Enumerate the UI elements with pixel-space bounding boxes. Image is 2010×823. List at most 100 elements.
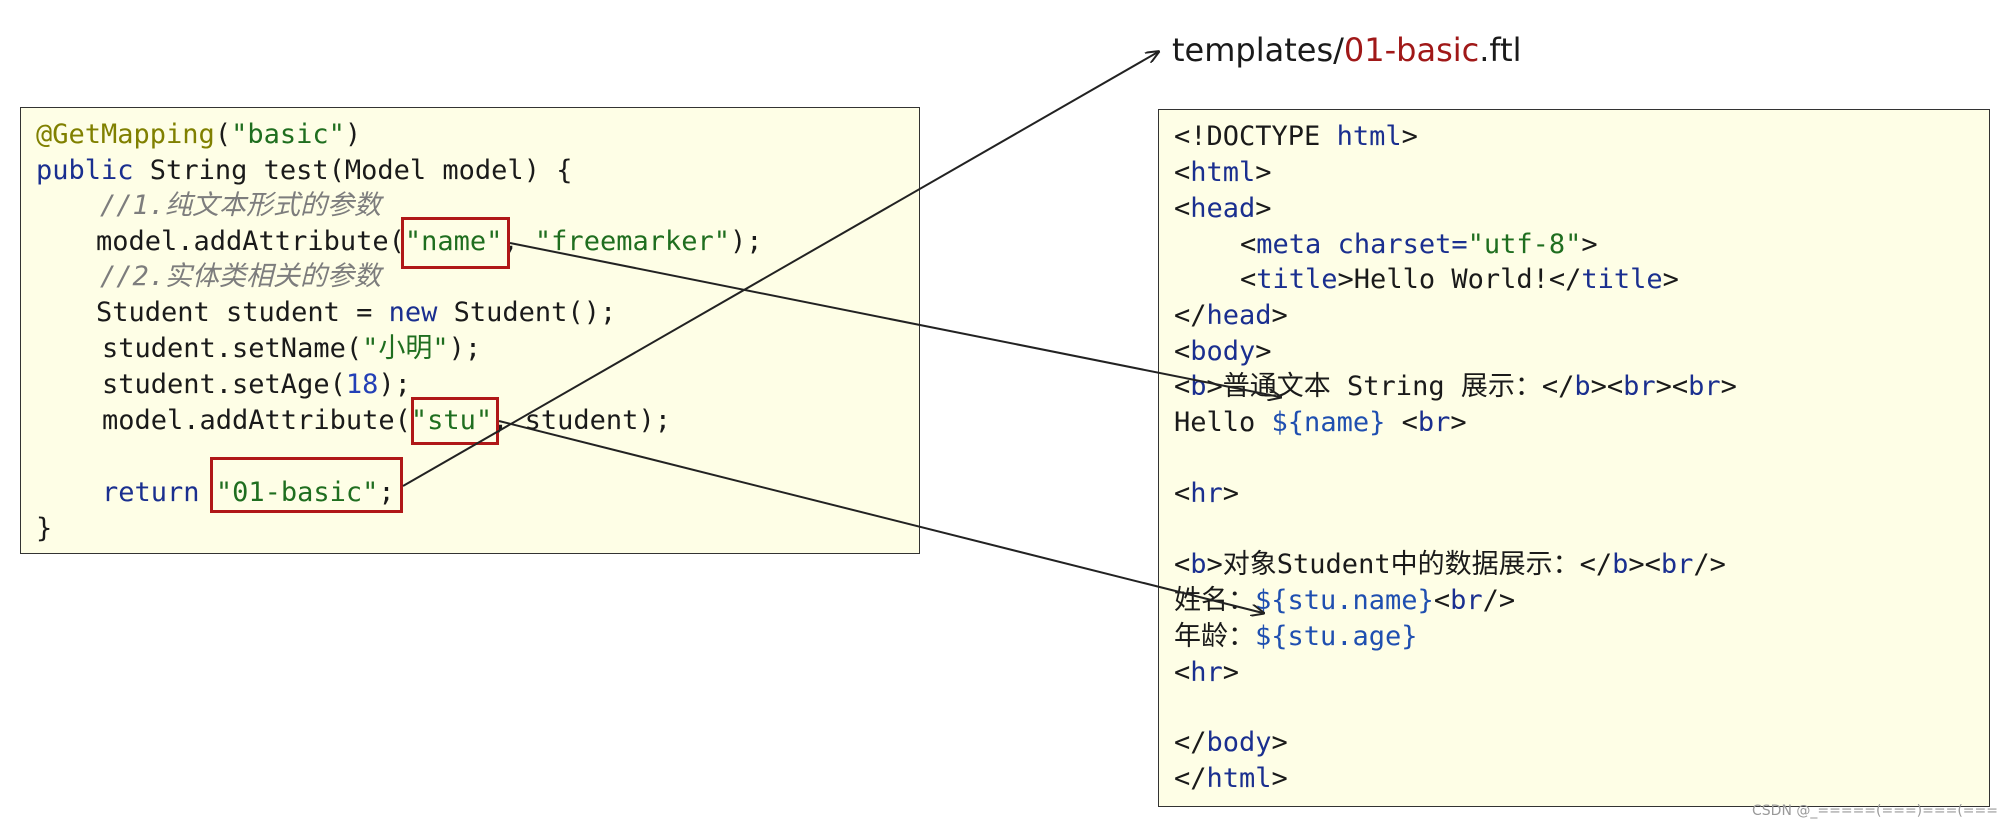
file-title-prefix: templates/ <box>1172 31 1344 69</box>
plain-token: Student(); <box>437 297 617 328</box>
plain-token: < <box>1174 193 1191 224</box>
plain-token: > <box>1271 763 1288 794</box>
highlight-box-template-name <box>210 457 403 513</box>
arrow-return-to-template-file <box>402 52 1158 487</box>
plain-token: </ <box>1174 300 1207 331</box>
string-token: "stu" <box>410 405 493 436</box>
punct-token: ( <box>214 119 232 150</box>
arrow-name-to-name-placeholder <box>509 242 1280 397</box>
plain-token: /> <box>1693 549 1726 580</box>
plain-token: > <box>1450 407 1467 438</box>
tag-token: br <box>1688 371 1721 402</box>
java-line-7: student.setName("小明"); <box>102 332 481 366</box>
plain-token: > <box>1222 657 1240 688</box>
java-controller-code-panel <box>20 107 920 554</box>
plain-token: >< <box>1590 371 1624 402</box>
tag-token: b <box>1190 549 1207 580</box>
html-line-3: <head> <box>1174 192 1272 226</box>
plain-token: model.addAttribute( <box>102 405 411 436</box>
plain-token: > <box>1581 229 1598 260</box>
html-line-5: <title>Hello World!</title> <box>1240 263 1679 297</box>
java-line-3-comment: //1.纯文本形式的参数 <box>100 189 381 223</box>
html-line-1: <!DOCTYPE html> <box>1174 120 1418 154</box>
string-token: "01-basic" <box>215 477 379 508</box>
java-line-9: model.addAttribute("stu", student); <box>102 404 671 438</box>
tag-token: hr <box>1190 478 1223 509</box>
plain-token: < <box>1174 157 1191 188</box>
plain-token: > <box>1271 300 1288 331</box>
plain-token: > <box>1662 264 1679 295</box>
plain-token: ); <box>730 226 763 257</box>
java-line-4: model.addAttribute("name", "freemarker")… <box>96 225 763 259</box>
keyword-token: return <box>102 477 200 508</box>
plain-token: >Hello World!</ <box>1337 264 1582 295</box>
plain-token: >< <box>1655 371 1689 402</box>
plain-token: > <box>1255 336 1272 367</box>
plain-token: > <box>1222 478 1240 509</box>
plain-token: < <box>1174 336 1191 367</box>
plain-token: >对象Student中的数据展示：</ <box>1206 549 1613 580</box>
string-token: "freemarker" <box>534 226 730 257</box>
java-line-10: return "01-basic"; <box>102 476 395 510</box>
number-token: 18 <box>345 369 379 400</box>
plain-token: < <box>1240 264 1257 295</box>
punct-token: ) <box>344 119 362 150</box>
plain-token: </ <box>1174 727 1207 758</box>
arrow-stu-to-stu-placeholders <box>498 420 1263 613</box>
tag-token: meta <box>1256 229 1322 260</box>
tag-token: head <box>1190 193 1256 224</box>
tag-token: head <box>1206 300 1272 331</box>
plain-token: ); <box>448 333 482 364</box>
java-line-11: } <box>36 512 52 546</box>
plain-token: >< <box>1628 549 1661 580</box>
html-line-15: </body> <box>1174 726 1288 760</box>
html-line-14: <hr> <box>1174 656 1239 690</box>
tag-token: html <box>1336 121 1402 152</box>
tag-token: br <box>1417 407 1451 438</box>
html-line-13: 年龄：${stu.age} <box>1174 620 1418 654</box>
plain-token: student.setAge( <box>102 369 346 400</box>
tag-token: br <box>1450 585 1483 616</box>
method-name-token: test <box>263 155 329 186</box>
interpolation-token: ${stu.name} <box>1255 585 1434 616</box>
plain-token: < <box>1174 549 1191 580</box>
string-token: "name" <box>404 226 503 257</box>
plain-token: < <box>1433 585 1451 616</box>
plain-token: Student student = <box>96 297 389 328</box>
tag-token: title <box>1581 264 1663 295</box>
keyword-token: public <box>36 155 134 186</box>
string-token: "utf-8" <box>1467 229 1582 260</box>
comment-token: //1.纯文本形式的参数 <box>100 190 382 221</box>
highlight-box-stu-key <box>411 397 499 445</box>
file-title-highlight: 01-basic <box>1343 31 1480 69</box>
highlight-box-name-key <box>401 217 510 269</box>
file-title-suffix: .ftl <box>1479 31 1522 69</box>
html-line-2: <html> <box>1174 156 1272 190</box>
tag-token: b <box>1190 371 1207 402</box>
plain-token: > <box>1401 121 1418 152</box>
java-line-1: @GetMapping("basic") <box>36 118 361 152</box>
plain-token: String <box>133 155 264 186</box>
tag-token: body <box>1190 336 1256 367</box>
plain-token: > <box>1255 157 1272 188</box>
java-line-8: student.setAge(18); <box>102 368 411 402</box>
plain-token: > <box>1255 193 1272 224</box>
tag-token: br <box>1660 549 1694 580</box>
plain-token: , <box>502 226 535 257</box>
java-line-6: Student student = new Student(); <box>96 296 616 330</box>
html-line-16: </html> <box>1174 762 1288 796</box>
string-token: "basic" <box>231 119 345 150</box>
html-line-11: <b>对象Student中的数据展示：</b><br/> <box>1174 548 1726 582</box>
interpolation-token: ${name} <box>1271 407 1386 438</box>
watermark: CSDN @_=====(===)===(=== <box>1752 803 1998 819</box>
html-line-6: </head> <box>1174 299 1288 333</box>
html-line-10: <hr> <box>1174 477 1239 511</box>
plain-token: <!DOCTYPE <box>1174 121 1337 152</box>
tag-token: hr <box>1190 657 1223 688</box>
plain-token: ; <box>378 477 395 508</box>
plain-token: ); <box>378 369 411 400</box>
string-token: "小明" <box>362 333 449 364</box>
java-line-2: public String test(Model model) { <box>36 154 572 188</box>
plain-token: student.setName( <box>102 333 363 364</box>
